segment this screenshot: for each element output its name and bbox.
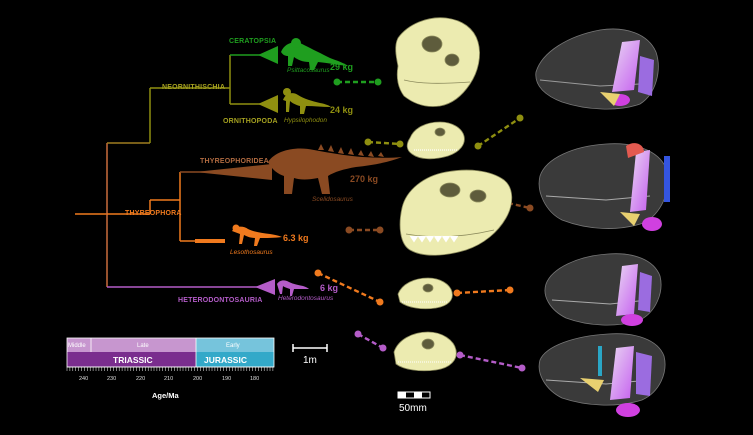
wedge-heterodontosauria [255, 279, 275, 295]
clade-wedges [195, 46, 278, 295]
label-heterodontosauria: HETERODONTOSAURIA [178, 297, 263, 304]
axis-label-age: Age/Ma [152, 391, 180, 400]
skull-heterodontosaurus [393, 331, 457, 372]
connector-hypsilophodon-left [367, 140, 401, 146]
mass-lesothosaurus: 6.3 kg [283, 233, 309, 243]
wedge-ceratopsia [258, 46, 278, 64]
tick-230: 230 [107, 376, 116, 382]
connector-heterodontosaurus-right [456, 288, 511, 295]
silhouette-scelidosaurus [268, 144, 402, 194]
tick-210: 210 [164, 376, 173, 382]
tick-220: 220 [136, 376, 145, 382]
mass-heterodontosaurus: 6 kg [320, 283, 338, 293]
connector-dots [314, 78, 534, 372]
connector-heterodontosaurus-left [317, 271, 381, 304]
skulls-lateral [393, 17, 513, 372]
skull-scelidosaurus [399, 169, 513, 256]
silhouette-heterodontosaurus [277, 280, 309, 296]
wedge-thyreophoridea [195, 164, 272, 180]
label-ornithopoda: ORNITHOPODA [223, 118, 278, 125]
species-scelidosaurus: Scelidosaurus [312, 196, 354, 203]
epoch-middle-triassic [67, 338, 91, 352]
silhouette-lesothosaurus [232, 224, 282, 246]
tick-240: 240 [79, 376, 88, 382]
skull-lesothosaurus [397, 277, 453, 310]
epoch-late-triassic [91, 338, 196, 352]
connectors [317, 80, 531, 370]
label-ceratopsia: CERATOPSIA [229, 38, 276, 45]
skulls-muscle-models [535, 28, 670, 417]
skull-hypsilophodon [406, 121, 465, 160]
wedge-lesothosaurus [195, 239, 225, 243]
connector-bottom-left [357, 332, 384, 350]
muscle-model-3 [544, 253, 662, 326]
skull-psittacosaurus [395, 17, 480, 107]
period-jurassic [196, 352, 274, 367]
mass-hypsilophodon: 24 kg [330, 105, 353, 115]
label-thyreophoridea: THYREOPHORIDEA [200, 158, 269, 165]
label-thyreophora: THYREOPHORA [125, 210, 182, 217]
period-triassic [67, 352, 196, 367]
tick-180: 180 [250, 376, 259, 382]
silhouette-hypsilophodon [283, 88, 331, 114]
epoch-label-late: Late [137, 343, 149, 349]
label-neornithischia: NEORNITHISCHIA [162, 84, 225, 91]
connector-hypsilophodon-right [477, 117, 521, 147]
period-label-jurassic: JURASSIC [204, 355, 247, 365]
mass-psittacosaurus: 29 kg [330, 62, 353, 72]
wedge-ornithopoda [258, 95, 278, 113]
epoch-label-early: Early [226, 343, 240, 349]
scalebar-body-label: 1m [303, 355, 317, 366]
muscle-model-1 [535, 28, 659, 110]
geologic-timescale: Middle Late Early TRIASSIC JURASSIC 240 … [66, 337, 275, 400]
muscle-model-2 [538, 143, 670, 231]
scalebar-skull: 50mm [397, 391, 431, 414]
species-psittacosaurus: Psittacosaurus [287, 67, 330, 74]
species-heterodontosaurus: Heterodontosaurus [278, 295, 334, 302]
period-label-triassic: TRIASSIC [113, 355, 153, 365]
scalebar-skull-label: 50mm [399, 403, 427, 414]
epoch-early-jurassic [196, 338, 274, 352]
tick-200: 200 [193, 376, 202, 382]
muscle-model-4 [538, 333, 666, 417]
scalebar-body: 1m [292, 344, 328, 366]
connector-bottom-right [459, 353, 523, 370]
mass-scelidosaurus: 270 kg [350, 174, 378, 184]
species-lesothosaurus: Lesothosaurus [230, 249, 273, 256]
tick-190: 190 [222, 376, 231, 382]
epoch-label-middle: Middle [68, 343, 86, 349]
species-hypsilophodon: Hypsilophodon [284, 117, 327, 124]
axis-minor-ticks [66, 367, 274, 371]
silhouette-psittacosaurus [281, 38, 348, 70]
